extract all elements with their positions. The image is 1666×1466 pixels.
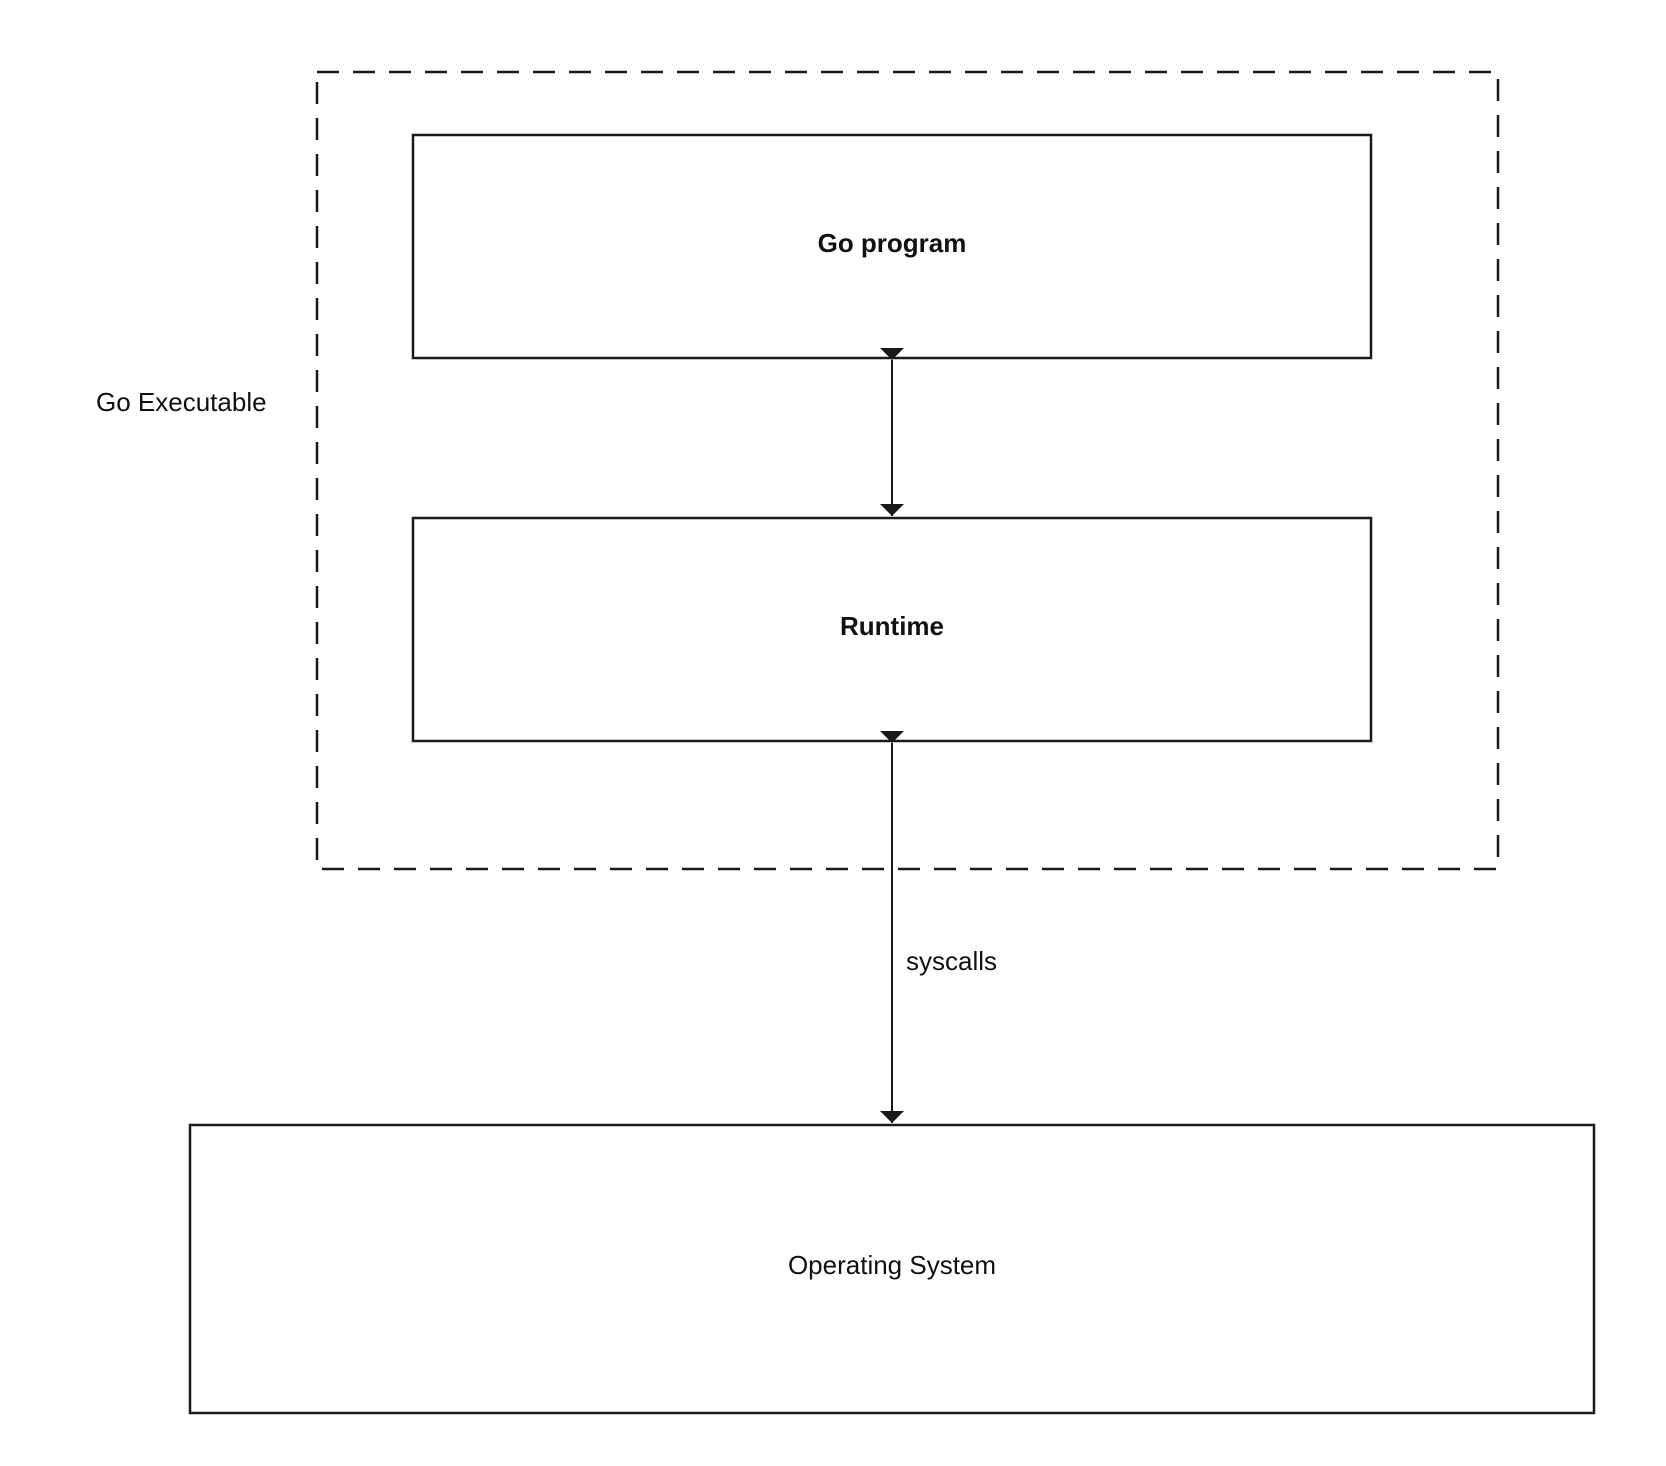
go-program-label: Go program — [818, 228, 967, 258]
go-executable-container — [315, 70, 1500, 871]
operating-system-node — [188, 1123, 1596, 1415]
syscalls-label: syscalls — [906, 946, 997, 976]
runtime-label: Runtime — [840, 611, 944, 641]
runtime-node — [411, 516, 1373, 743]
go-program-node — [411, 133, 1373, 360]
go-executable-label: Go Executable — [96, 387, 267, 417]
operating-system-label: Operating System — [788, 1250, 996, 1280]
